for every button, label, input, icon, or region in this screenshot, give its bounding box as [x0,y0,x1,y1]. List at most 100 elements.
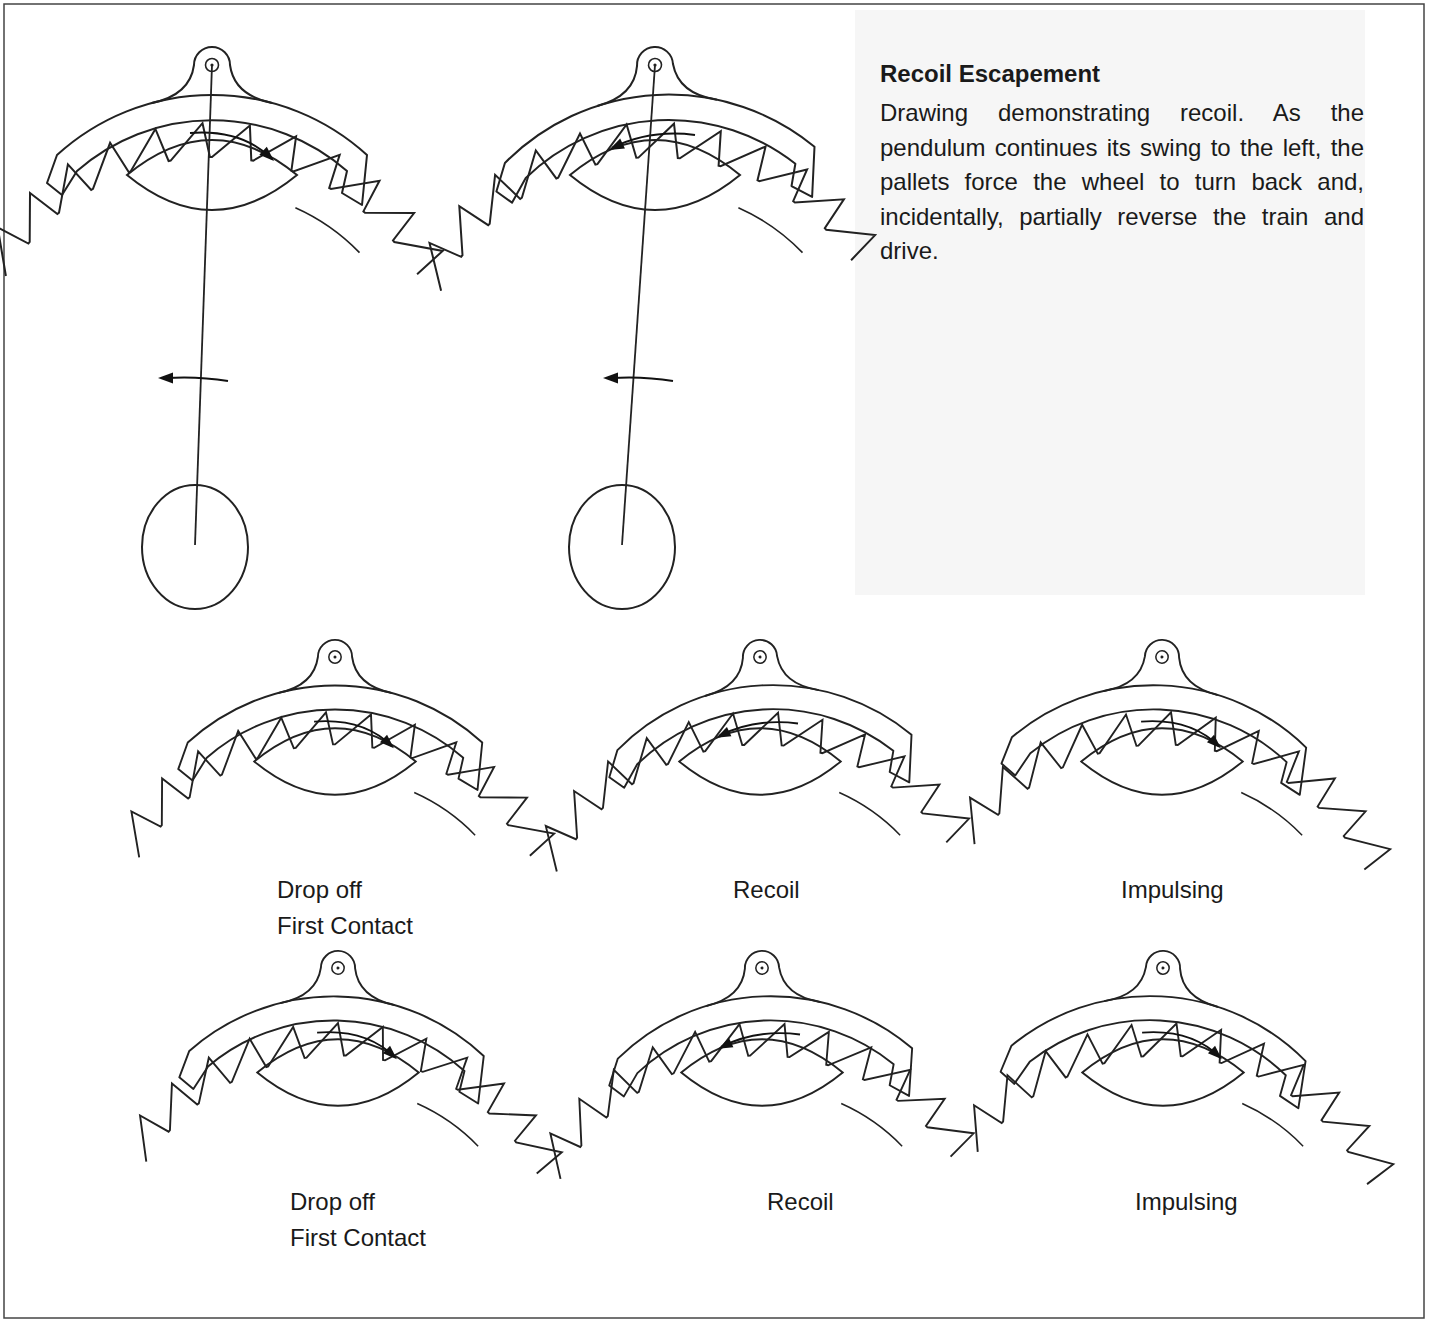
escapement [550,946,973,1179]
escape-wheel [140,1023,562,1173]
frame [4,4,1424,1318]
pivot-dot [760,966,763,969]
pivot-dot [333,655,336,658]
anchor-pallets [179,994,485,1104]
pivot [754,651,767,664]
figure-label: Recoil [733,872,800,908]
swing-arrow [166,377,228,381]
escapement [430,39,876,291]
arrowhead [1208,1046,1222,1060]
figure-label: Impulsing [1121,872,1224,908]
escapement [140,948,562,1173]
wheel-teeth [430,124,876,291]
pendulum-bob [569,485,675,609]
pendulum-rod [195,65,212,545]
wheel-hub [570,140,740,210]
pivot-dot [1161,966,1164,969]
figure-label: Drop off First Contact [290,1184,428,1256]
escapement [546,632,969,871]
anchor-pallets [492,87,817,214]
wheel-teeth [140,1023,562,1173]
arrowhead [718,1038,733,1049]
wheel-hub [254,728,416,795]
anchor [1001,634,1310,795]
anchor [179,948,486,1103]
arrowhead [716,727,731,738]
anchor-lug [702,637,819,696]
pendulum-bob [142,485,248,609]
pivot-dot [1160,655,1163,658]
pendulum-rod [622,65,655,545]
wheel-rim [839,793,900,836]
anchor [178,640,482,790]
pivot [1157,962,1170,975]
anchor [605,946,914,1107]
anchor-lug [280,950,395,1005]
escape-wheel [974,1023,1393,1184]
wheel-rim [295,208,359,253]
caption: Drawing demonstrating recoil. As the pen… [880,96,1364,269]
text-panel [855,10,1365,595]
figure-label: Impulsing [1135,1184,1238,1220]
anchor-pallets [178,685,482,790]
rotation-arrow [190,133,272,159]
anchor [1000,943,1311,1109]
rotation-arrow [1141,721,1219,746]
anchor-lug [278,640,392,693]
pivot [332,962,345,975]
escapement [131,640,554,858]
arrowhead [1207,735,1221,749]
anchor-pallets [1000,988,1309,1108]
wheel-teeth [546,713,969,872]
wheel-rim [414,793,475,836]
anchor-pallets [606,991,913,1106]
escapement [970,634,1390,869]
wheel-teeth [131,712,554,857]
arrowhead [383,1046,397,1060]
anchor [489,39,817,214]
pivot-dot [336,966,339,969]
rotation-arrow [1142,1032,1220,1057]
escapement [974,943,1393,1184]
wheel-rim [1241,793,1302,836]
title: Recoil Escapement [880,56,1100,92]
arrowhead [259,147,274,161]
rotation-arrow [721,1033,800,1047]
figure-label: Recoil [767,1184,834,1220]
pivot-dot [758,655,761,658]
escape-wheel [970,712,1390,869]
wheel-teeth [970,712,1390,869]
anchor-pallets [1001,680,1308,795]
rotation-arrow [317,1032,395,1057]
rotation-arrow [612,134,695,148]
wheel-hub [679,728,841,795]
anchor-lug [594,44,717,106]
wheel-hub [257,1039,419,1106]
wheel-rim [1242,1104,1303,1147]
escapement [0,47,443,276]
escape-wheel [546,713,969,872]
wheel-hub [681,1039,843,1106]
wheel-teeth [974,1023,1393,1184]
arrowhead [158,373,173,384]
anchor [603,632,914,798]
anchor-lug [1104,948,1221,1007]
anchor-pallets [605,678,914,798]
escape-wheel [131,712,554,857]
pivot [756,962,769,975]
rotation-arrow [719,722,798,736]
wheel-rim [738,208,802,253]
pivot [329,651,341,663]
pivot [1156,651,1169,664]
figure-label: Drop off First Contact [277,872,415,944]
wheel-hub [1081,728,1243,795]
swing-arrow [611,377,673,381]
wheel-hub [1082,1039,1244,1106]
arrowhead [609,139,625,150]
rotation-arrow [314,721,392,746]
anchor-lug [1104,638,1220,695]
wheel-rim [841,1104,902,1147]
wheel-hub [127,140,297,210]
arrowhead [603,373,618,384]
